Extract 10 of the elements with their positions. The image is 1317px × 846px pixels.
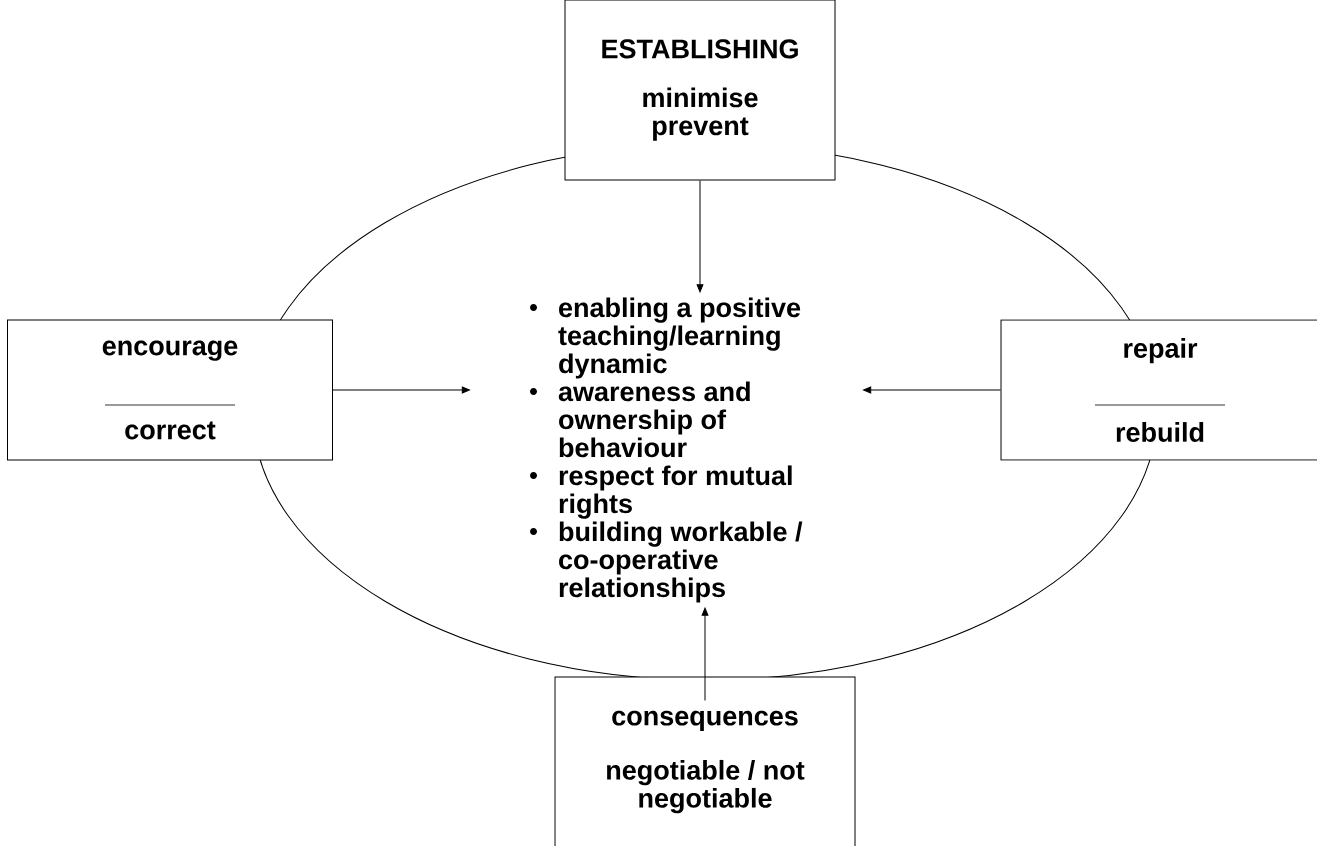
node-label: building workable / co-operative relationships xyxy=(559,521,803,603)
arrow xyxy=(696,180,704,293)
text-box: consequences negotiable / not negotiable xyxy=(554,676,856,846)
text-box: repair rebuild xyxy=(1000,319,1317,461)
arrow xyxy=(701,607,709,701)
arrow xyxy=(863,386,1001,394)
text-box: encourage correct xyxy=(7,319,333,461)
text-box: ESTABLISHING minimise prevent xyxy=(564,0,836,181)
arrow xyxy=(332,386,470,394)
bullet-list: enabling a positive teaching/learning dynamic awareness and ownership of behaviour respect for mutual rights building workable / co-operative relationships xyxy=(530,297,803,603)
